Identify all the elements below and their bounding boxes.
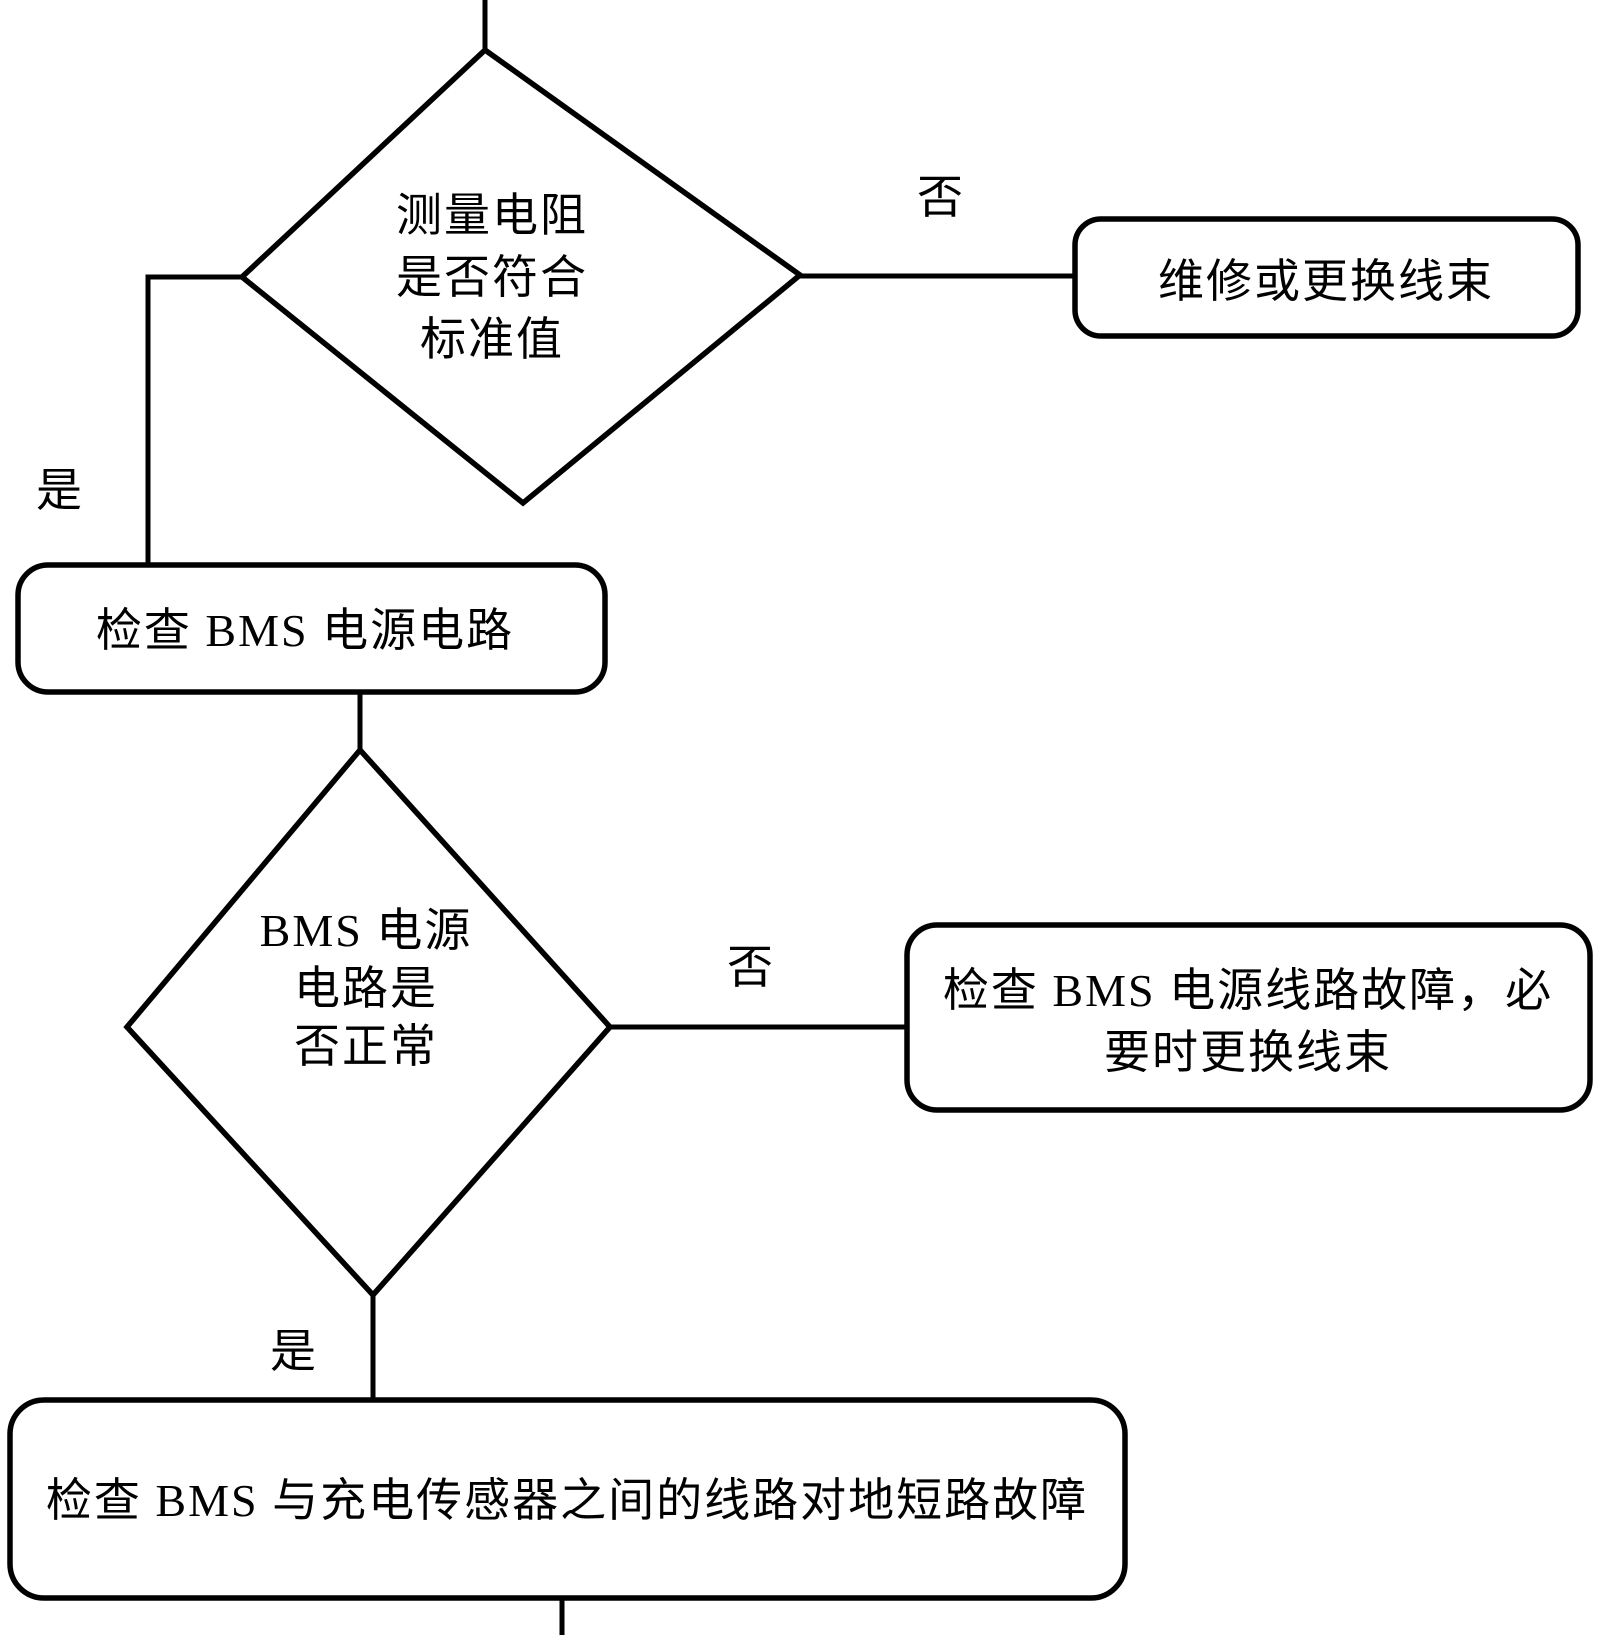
branch-label-yes2: 是 — [270, 1326, 316, 1377]
process-check-short-to-ground-box — [7, 1397, 1128, 1601]
branch-label-no2: 否 — [727, 942, 773, 993]
branch-label-no1: 否 — [917, 172, 963, 223]
decision-bms-power-ok-line3: 否正常 — [294, 1021, 438, 1072]
process-check-bms-power-box — [15, 562, 608, 695]
process-repair-harness-box — [1072, 216, 1581, 339]
decision-measure-resistance-line3: 标准值 — [420, 314, 564, 365]
decision-measure-resistance-line2: 是否符合 — [396, 252, 588, 303]
process-check-power-line-fault-box — [904, 922, 1593, 1113]
process-check-power-line-fault-line1: 检查 BMS 电源线路故障，必 — [943, 965, 1553, 1016]
process-repair-harness-label: 维修或更换线束 — [1158, 256, 1494, 307]
decision-bms-power-ok-diamond — [123, 745, 614, 1300]
decision-bms-power-ok-line1: BMS 电源 — [260, 905, 473, 956]
process-check-short-to-ground-label: 检查 BMS 与充电传感器之间的线路对地短路故障 — [46, 1475, 1088, 1526]
process-check-power-line-fault-line2: 要时更换线束 — [1104, 1027, 1392, 1078]
decision-bms-power-ok-line2: 电路是 — [294, 963, 438, 1014]
connector-yes1 — [145, 274, 244, 567]
branch-label-yes1: 是 — [36, 465, 82, 516]
decision-measure-resistance-diamond — [237, 46, 805, 507]
process-check-bms-power-label: 检查 BMS 电源电路 — [96, 605, 514, 656]
decision-measure-resistance-line1: 测量电阻 — [396, 190, 588, 241]
